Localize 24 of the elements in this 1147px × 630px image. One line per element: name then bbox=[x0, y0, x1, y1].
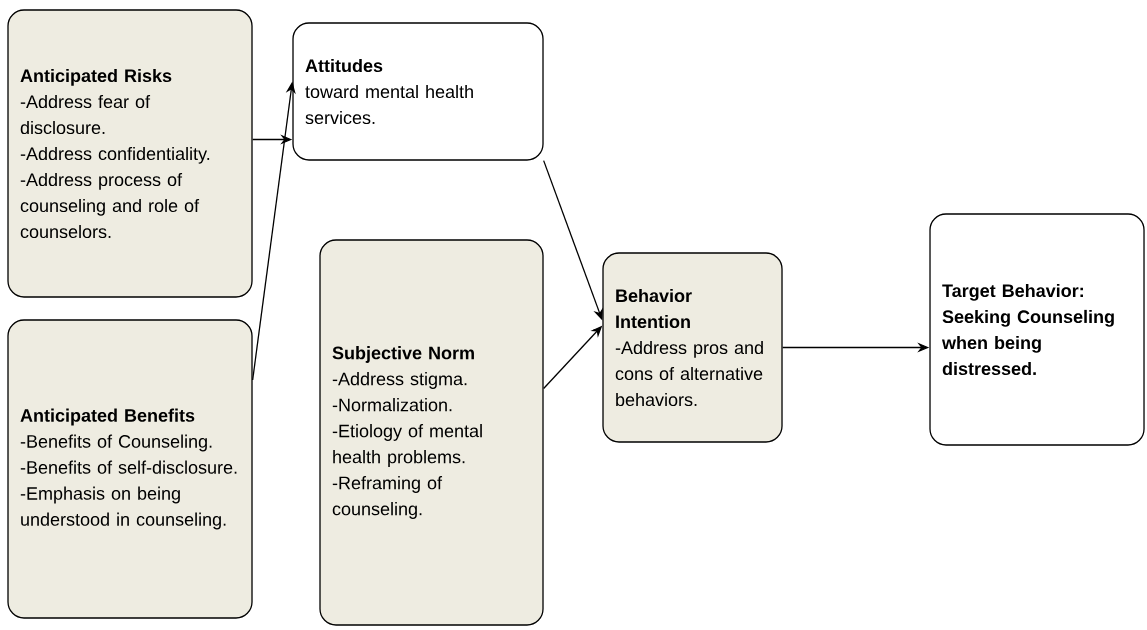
box-heading: Anticipated Risks bbox=[20, 68, 172, 86]
box-text: -Benefits of Counseling. bbox=[20, 434, 212, 452]
process-box bbox=[7, 9, 253, 298]
process-box bbox=[929, 213, 1145, 446]
box-text: -Address stigma. bbox=[332, 372, 467, 389]
box-text: -Address pros and cons of alternative behaviors. bbox=[615, 340, 763, 407]
box-text: -Normalization. bbox=[332, 398, 452, 412]
process-box bbox=[292, 22, 544, 161]
process-box bbox=[319, 239, 544, 626]
process-box bbox=[602, 252, 783, 443]
box-text: -Emphasis on being understood in counseling. bbox=[20, 486, 226, 530]
box-heading: Target Behavior: Seeking Counseling when being distressed. bbox=[941, 283, 1114, 376]
box-text: -Etiology of mental health problems. bbox=[332, 424, 482, 467]
box-text: -Address process of counseling and role of counselors. bbox=[20, 172, 200, 239]
box-text: -Address confidentiality. bbox=[20, 146, 210, 164]
box-text: -Address fear of disclosure. bbox=[20, 94, 151, 135]
box-text: toward mental health services. bbox=[305, 84, 473, 125]
box-text: -Benefits of self-disclosure. bbox=[20, 460, 237, 474]
process-box bbox=[7, 319, 253, 619]
box-heading: Behavior Intention bbox=[616, 288, 692, 329]
box-heading: Anticipated Benefits bbox=[20, 408, 195, 426]
box-text: -Reframing of counseling. bbox=[332, 476, 443, 519]
box-heading: Attitudes bbox=[305, 58, 383, 73]
box-heading: Subjective Norm bbox=[332, 346, 474, 363]
